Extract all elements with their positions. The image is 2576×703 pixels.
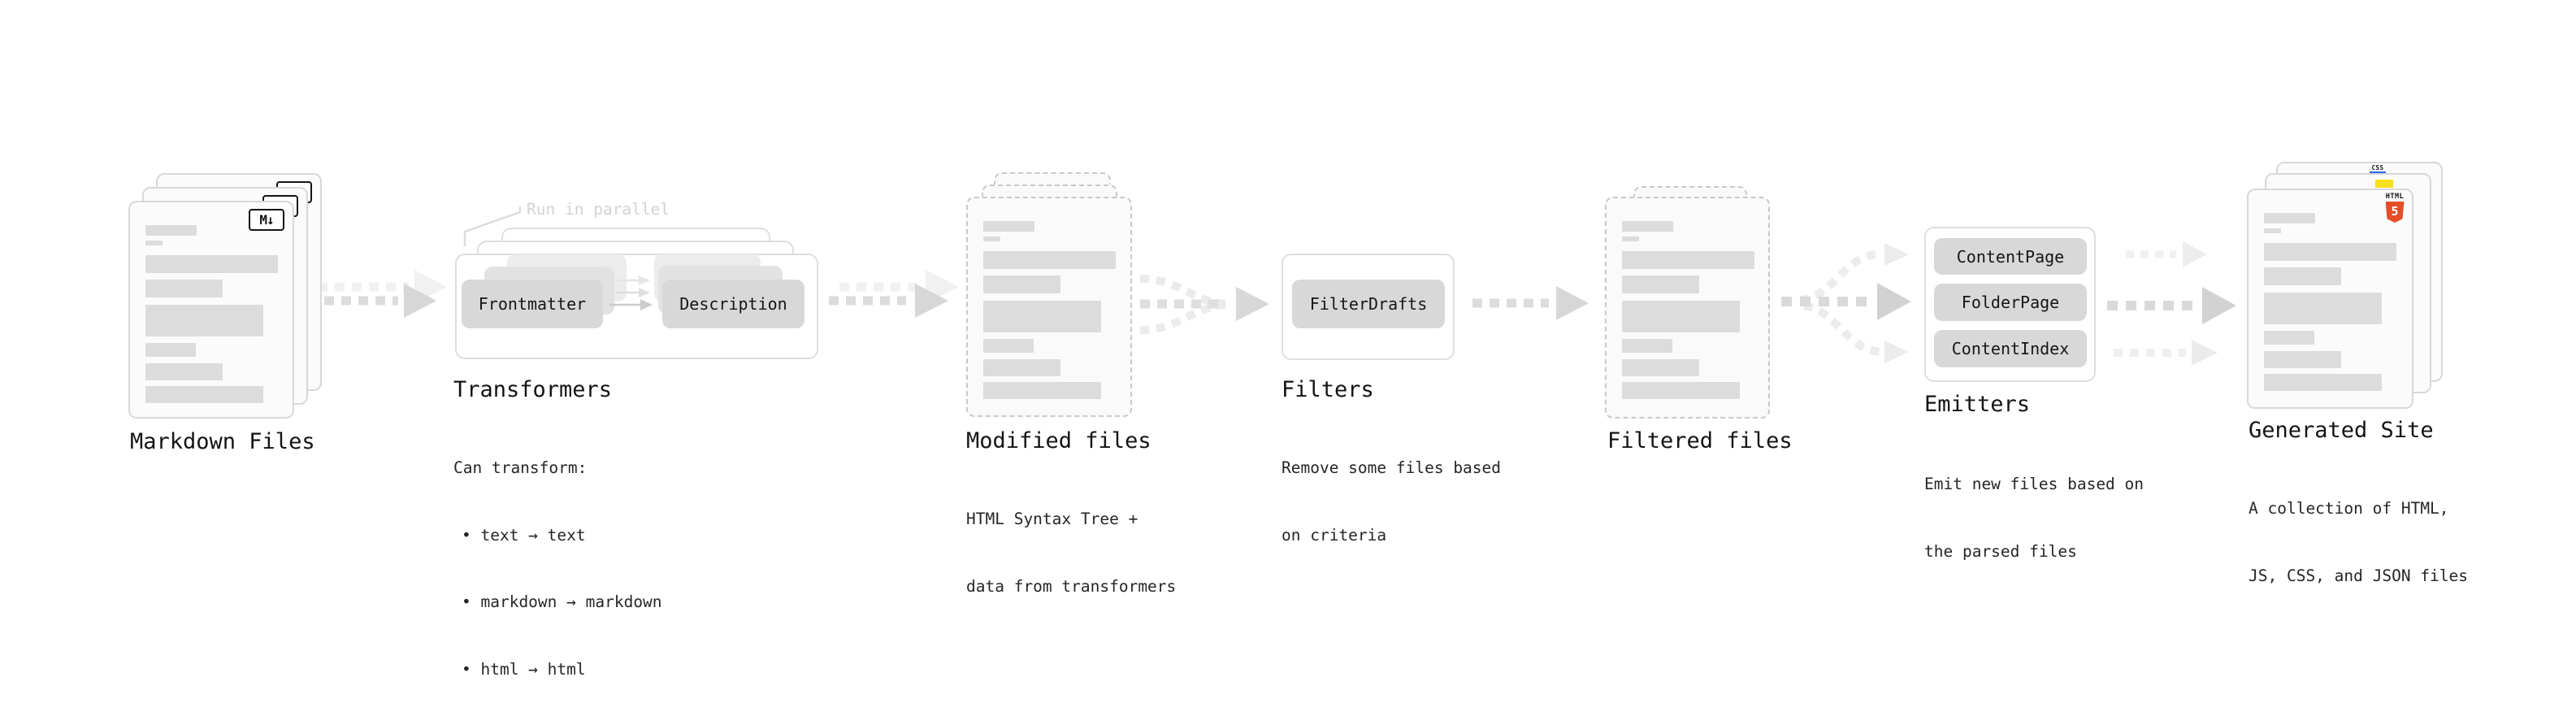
generated-site-card-front: HTML 5 [2247,189,2413,409]
description-line: data from transformers [966,576,1177,596]
stage-title-emitters: Emitters [1924,392,2031,417]
placeholder-bar [145,305,263,336]
filters-description: Remove some files based on criteria [1281,412,1501,569]
modified-description: HTML Syntax Tree + data from transformer… [966,463,1176,620]
markdown-file-card-front: M↓ [128,201,294,419]
placeholder-bar [983,382,1101,399]
description-line: Can transform: [453,458,588,477]
placeholder-bar [145,386,263,403]
placeholder-bar [2264,374,2382,391]
placeholder-bar [2264,213,2315,223]
placeholder-bar [145,363,223,380]
placeholder-bar [983,359,1060,376]
placeholder-bar [145,241,163,245]
frontmatter-chip: Frontmatter [462,280,603,328]
stage-title-generated-site: Generated Site [2249,418,2434,443]
modified-file-card-front [966,197,1132,417]
html5-number: 5 [2391,204,2399,219]
placeholder-bar [2264,351,2341,368]
emitters-description: Emit new files based on the parsed files [1924,428,2144,585]
placeholder-bar [1622,276,1699,293]
description-line: • html → html [462,659,586,679]
placeholder-bar [2264,243,2396,261]
description-line: • markdown → markdown [462,592,662,611]
placeholder-bar [983,221,1034,232]
arrow-filtered-to-emitters [1781,243,1911,363]
markdown-logo-icon: M↓ [249,209,284,231]
arrow-modified-to-filters [1139,275,1269,334]
filtered-file-card-front [1605,197,1770,419]
placeholder-bar [983,301,1101,332]
folderpage-chip: FolderPage [1934,284,2087,321]
contentpage-chip: ContentPage [1934,238,2087,275]
js-file-icon [2375,180,2393,188]
placeholder-bar [1622,301,1740,332]
arrow-markdown-to-transformers [307,270,447,318]
placeholder-bar [145,343,196,357]
placeholder-bar [2264,331,2314,345]
placeholder-bar [1622,237,1639,241]
description-line: JS, CSS, and JSON files [2249,566,2469,585]
css-label: CSS [2371,164,2384,171]
description-line: Emit new files based on [1924,475,2144,493]
html5-logo-icon: HTML 5 [2384,193,2405,223]
arrow-transformers-to-modified [829,270,959,318]
description-line: on criteria [1281,525,1387,545]
stage-title-transformers: Transformers [453,377,613,402]
placeholder-bar [983,237,1000,241]
placeholder-bars [983,221,1116,399]
run-in-parallel-label: Run in parallel [527,200,670,219]
placeholder-bar [145,225,197,236]
placeholder-bar [1622,359,1699,376]
placeholder-bars [1622,221,1754,399]
html5-shield: 5 [2385,202,2405,223]
description-chip: Description [662,280,804,328]
placeholder-bar [2264,293,2382,324]
html-label: HTML [2385,193,2405,201]
contentindex-chip: ContentIndex [1934,330,2087,367]
placeholder-bar [983,276,1060,293]
stage-title-modified-files: Modified files [966,428,1151,453]
placeholder-bar [2264,228,2281,233]
stage-title-filtered-files: Filtered files [1607,428,1793,453]
placeholder-bar [983,339,1034,353]
placeholder-bar [2264,267,2341,285]
description-line: A collection of HTML, [2249,499,2449,518]
placeholder-bars [145,225,278,403]
placeholder-bar [1622,221,1673,232]
stage-title-filters: Filters [1281,377,1374,402]
arrows-emitters-to-generated [2107,241,2236,366]
placeholder-bars [2264,213,2396,391]
generated-description: A collection of HTML, JS, CSS, and JSON … [2249,453,2468,610]
placeholder-bar [1622,251,1754,269]
placeholder-bar [983,251,1116,269]
placeholder-bar [145,280,223,297]
description-line: • text → text [462,525,586,545]
description-line: the parsed files [1924,541,2077,561]
placeholder-bar [145,255,278,273]
placeholder-bar [1622,382,1740,399]
arrow-filters-to-filtered [1472,286,1589,320]
placeholder-bar [1622,339,1672,353]
filterdrafts-chip: FilterDrafts [1292,280,1445,328]
pipeline-diagram-canvas: { "colors": { "html5_orange": "#e44d26",… [128,162,2469,679]
transformers-description: Can transform: • text → text • markdown … [453,412,662,703]
description-line: Remove some files based [1281,458,1502,477]
stage-title-markdown-files: Markdown Files [130,429,315,454]
description-line: HTML Syntax Tree + [966,510,1138,528]
